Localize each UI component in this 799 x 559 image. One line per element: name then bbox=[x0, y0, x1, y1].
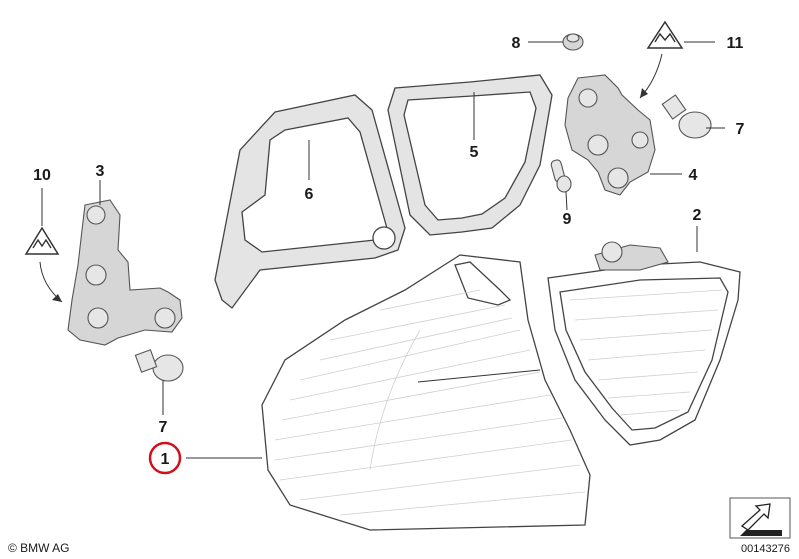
callout-7-right[interactable]: 7 bbox=[736, 121, 745, 138]
orientation-arrow-icon bbox=[729, 497, 791, 539]
document-number: 00143276 bbox=[741, 543, 790, 555]
bulb-carrier-part-4[interactable] bbox=[564, 74, 656, 196]
tail-light-outer-part-1[interactable] bbox=[261, 254, 591, 531]
callout-7-left[interactable]: 7 bbox=[159, 419, 168, 436]
callout-5[interactable]: 5 bbox=[470, 144, 479, 161]
grommet-part-8[interactable] bbox=[562, 33, 584, 51]
callout-8[interactable]: 8 bbox=[512, 35, 521, 52]
warning-triangle-icon-part-11 bbox=[646, 20, 684, 49]
callout-10[interactable]: 10 bbox=[33, 167, 51, 184]
bulb-part-7-left[interactable] bbox=[134, 349, 184, 382]
leader-lines bbox=[39, 41, 725, 459]
tail-light-inner-part-2[interactable] bbox=[547, 241, 741, 446]
callout-11[interactable]: 11 bbox=[727, 35, 744, 52]
callout-3[interactable]: 3 bbox=[96, 163, 105, 180]
callout-6[interactable]: 6 bbox=[305, 186, 314, 203]
gasket-part-6[interactable] bbox=[214, 94, 406, 309]
warning-triangle-icon-part-10 bbox=[24, 226, 60, 255]
bulb-carrier-part-3[interactable] bbox=[67, 199, 183, 346]
bulb-part-7-right[interactable] bbox=[661, 94, 712, 139]
gasket-part-5[interactable] bbox=[387, 74, 553, 236]
copyright-text: © BMW AG bbox=[8, 541, 70, 555]
highlight-circle-part-1 bbox=[148, 441, 182, 475]
callout-1[interactable]: 1 bbox=[161, 451, 170, 468]
callout-2[interactable]: 2 bbox=[693, 207, 702, 224]
callout-9[interactable]: 9 bbox=[563, 211, 572, 228]
callout-4[interactable]: 4 bbox=[689, 167, 698, 184]
wedge-bulb-part-9[interactable] bbox=[550, 159, 572, 193]
